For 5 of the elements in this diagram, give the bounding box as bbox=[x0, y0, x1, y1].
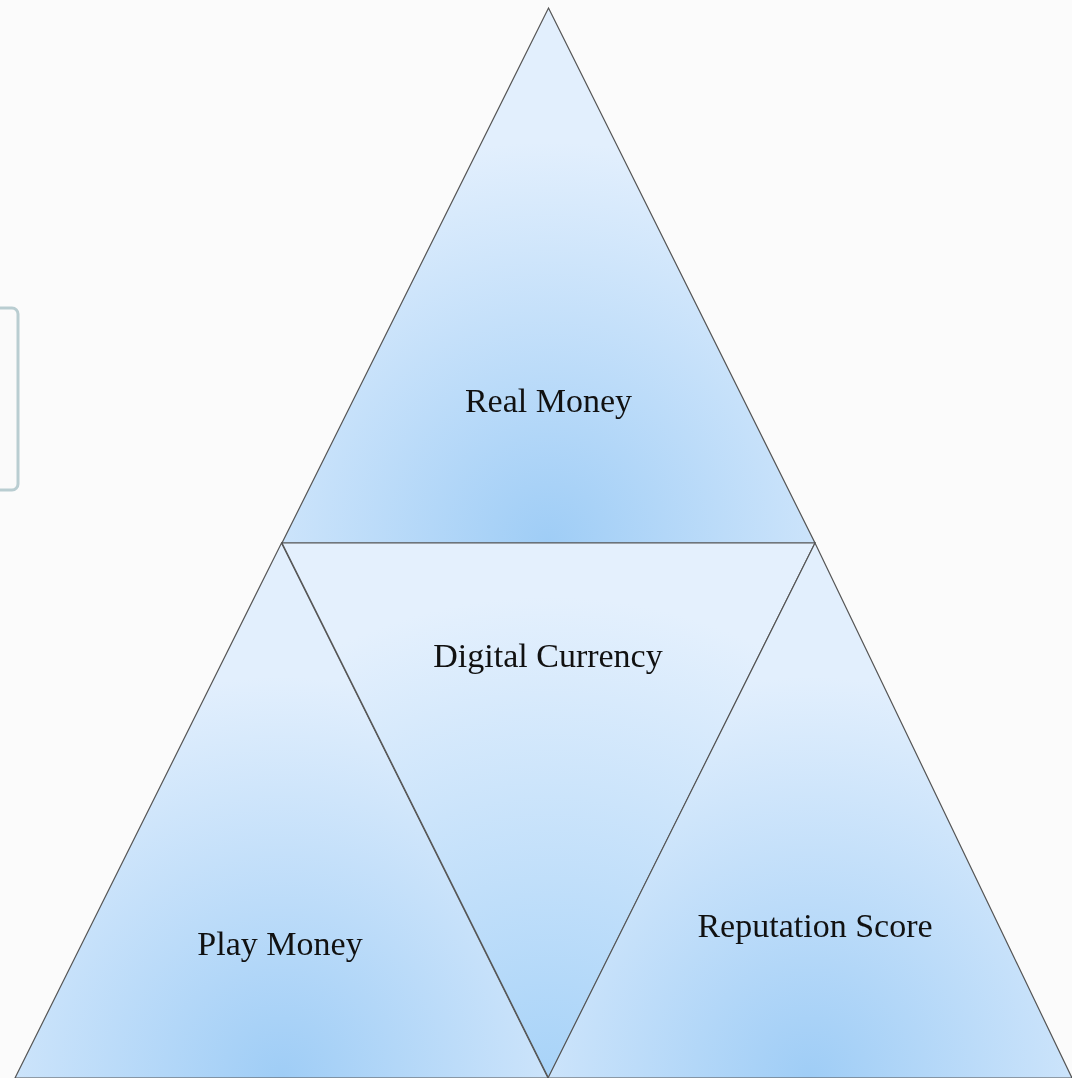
segment-label: Play Money bbox=[196, 926, 364, 962]
triangle-segment bbox=[282, 8, 815, 543]
segment-label: Digital Currency bbox=[432, 638, 664, 674]
segment-label: Reputation Score bbox=[696, 908, 934, 944]
segment-label: Real Money bbox=[463, 383, 634, 419]
